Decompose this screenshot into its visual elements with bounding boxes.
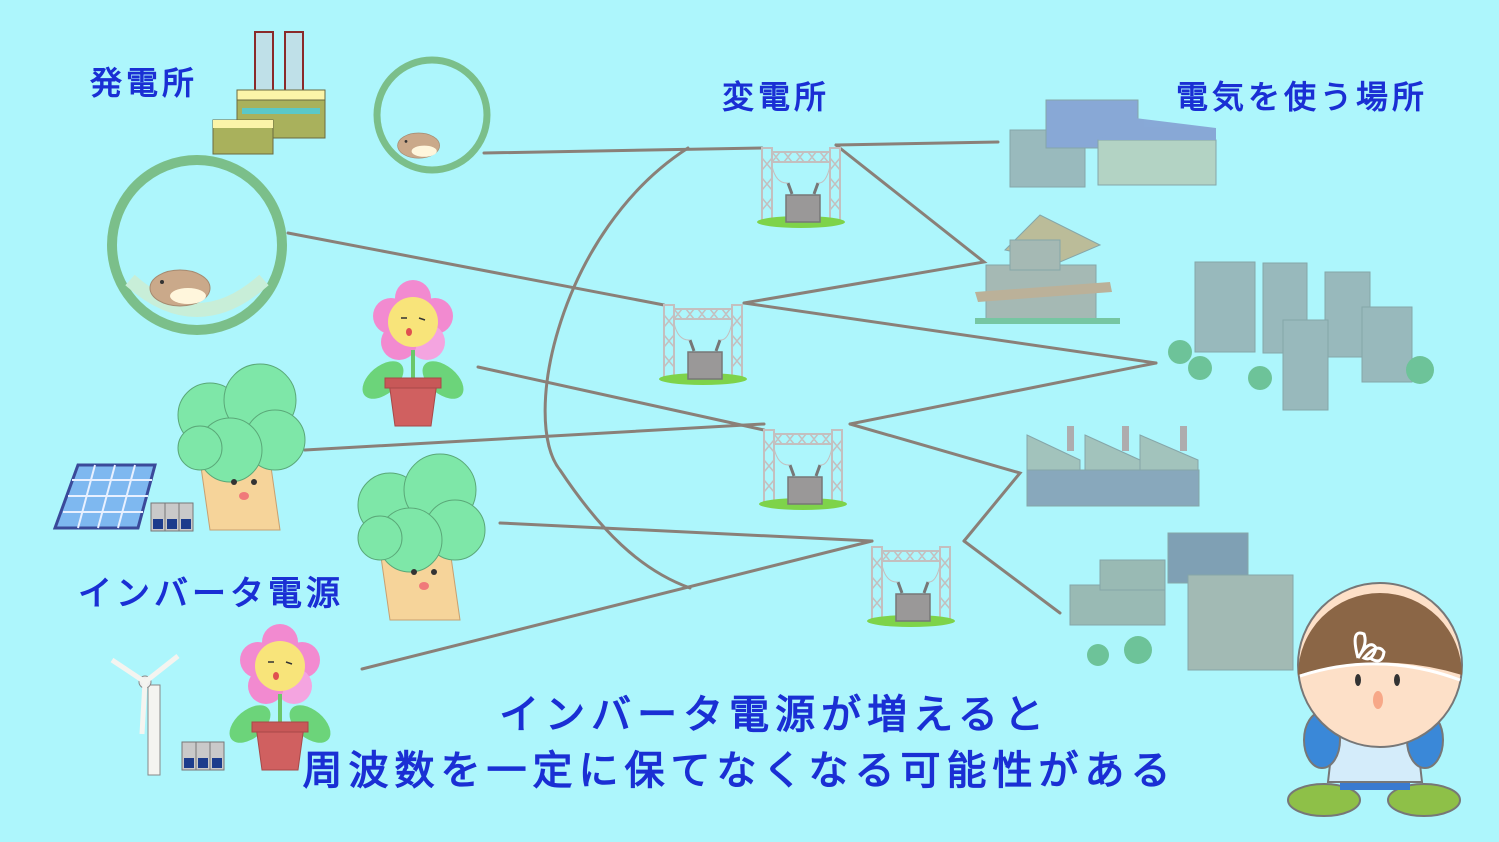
substation-4-icon: [865, 545, 957, 629]
boy-character-icon: [1287, 582, 1463, 817]
consumers-label: 電気を使う場所: [1176, 78, 1429, 116]
high-rise-city-icon: [1168, 261, 1434, 411]
tree-character-icon: [177, 363, 306, 531]
residential-houses-icon: [1069, 532, 1294, 671]
substation-label: 変電所: [722, 78, 831, 116]
interconnect-arc: [543, 146, 692, 590]
line-tree2-to-sub4: [498, 521, 874, 543]
caption-line-2: 周波数を一定に保てなくなる可能性がある: [302, 748, 1177, 794]
line-flower1-to-sub3: [476, 365, 766, 432]
line-flower2-to-sub4: [360, 539, 874, 671]
sawtooth-factory-icon: [1026, 426, 1200, 507]
hamster-wheel-small-icon: [373, 56, 491, 174]
substation-2-icon: [657, 303, 749, 387]
substation-3-icon: [757, 428, 849, 512]
flower-character-icon: [353, 278, 473, 428]
inverter-cabinet-icon: [150, 502, 194, 532]
line-hamster-small-to-sub1: [482, 146, 764, 155]
house-icon: [975, 214, 1120, 324]
line-tree1-to-sub3: [303, 422, 766, 452]
substation-1-icon: [755, 146, 847, 230]
tree-character-icon: [357, 453, 486, 621]
power-plant-label: 発電所: [90, 64, 199, 102]
caption-line-1: インバータ電源が増えると: [499, 692, 1050, 738]
solar-panel-icon: [52, 463, 157, 530]
factory-complex-icon: [1009, 99, 1217, 188]
hamster-wheel-large-icon: [107, 155, 287, 335]
wind-turbine-icon: [110, 654, 180, 776]
thermal-power-plant-icon: [212, 31, 326, 155]
inverter-source-label: インバータ電源: [78, 574, 344, 614]
line-hamster-large-to-sub2: [286, 231, 666, 307]
